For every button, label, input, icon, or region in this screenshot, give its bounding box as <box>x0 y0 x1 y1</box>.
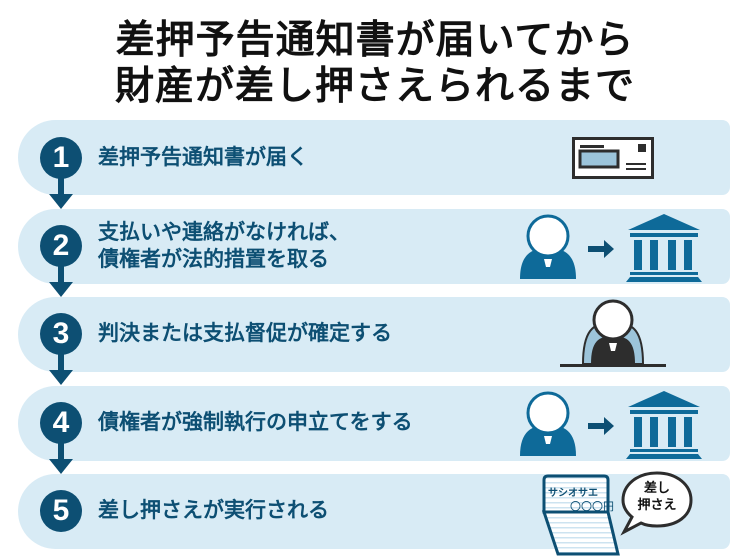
speech-bubble-icon <box>620 471 693 536</box>
flow-arrow-2-stem <box>58 266 64 282</box>
step-4-row <box>18 386 730 461</box>
step-3-number: 3 <box>40 313 82 355</box>
bankbook-account-name: サシオサエ <box>548 488 598 499</box>
step-2-number: 2 <box>40 225 82 267</box>
speech-bubble-line-1: 差し <box>643 481 670 496</box>
speech-bubble-text: 差し 押さえ <box>626 480 688 514</box>
bankbook-icon <box>541 474 620 556</box>
step-3-label: 判決または支払督促が確定する <box>98 321 392 345</box>
flow-arrow-3-head <box>49 370 73 385</box>
bankbook-amount: 〇〇〇円 <box>570 500 614 513</box>
page-title: 差押予告通知書が届いてから 財産が差し押さえられるまで <box>0 18 750 110</box>
title-line-1: 差押予告通知書が届いてから <box>115 18 635 63</box>
envelope-icon <box>572 137 654 179</box>
step-5-label: 差し押さえが実行される <box>98 498 329 522</box>
flow-arrow-4-stem <box>58 443 64 459</box>
step-1-label: 差押予告通知書が届く <box>98 145 308 169</box>
flow-arrow-4-head <box>49 459 73 474</box>
person-to-court-icon <box>520 391 702 459</box>
flow-arrow-1-stem <box>58 178 64 194</box>
step-2-label-line-2: 債権者が法的措置を取る <box>98 247 329 271</box>
step-4-label: 債権者が強制執行の申立てをする <box>98 410 413 434</box>
judge-icon <box>560 299 666 367</box>
flow-arrow-2-head <box>49 282 73 297</box>
title-line-2: 財産が差し押さえられるまで <box>114 64 635 109</box>
step-2-row <box>18 209 730 284</box>
step-1-number: 1 <box>40 137 82 179</box>
step-4-number: 4 <box>40 402 82 444</box>
step-2-label-line-1: 支払いや連絡がなければ、 <box>98 220 350 244</box>
flow-arrow-3-stem <box>58 354 64 370</box>
flow-arrow-1-head <box>49 194 73 209</box>
speech-bubble-line-2: 押さえ <box>637 498 677 513</box>
person-to-court-icon <box>520 214 702 282</box>
step-5-number: 5 <box>40 490 82 532</box>
